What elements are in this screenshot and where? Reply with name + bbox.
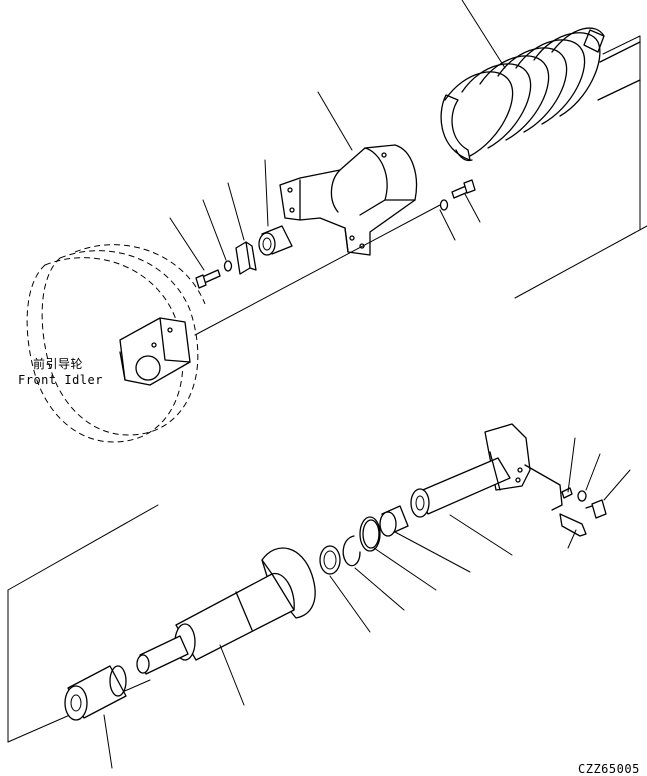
leader-lines-upper xyxy=(169,0,506,271)
seal-ring xyxy=(379,505,409,537)
part-name-chinese: 前引导轮 xyxy=(33,357,84,371)
drawing-code: CZZ65005 xyxy=(578,762,640,776)
shaft-fittings xyxy=(524,464,607,537)
shaft-with-flange xyxy=(410,423,531,518)
bolt-right xyxy=(451,179,476,199)
o-ring xyxy=(359,516,381,552)
leader-lines-middle xyxy=(329,437,631,633)
idler-bearing-block xyxy=(119,317,191,386)
washer-left xyxy=(223,260,233,272)
washer-right xyxy=(439,199,449,211)
bolt-left xyxy=(195,269,221,289)
assembly-axis-line xyxy=(194,204,441,336)
upper-group-frame xyxy=(514,35,647,299)
front-idler-outline xyxy=(26,244,206,443)
idler-long-shaft xyxy=(136,547,316,675)
leader-lines-lower xyxy=(103,644,245,769)
part-name-english: Front Idler xyxy=(18,373,103,387)
bearing-ring xyxy=(319,545,341,575)
snap-ring xyxy=(342,535,361,567)
recoil-spring xyxy=(440,27,641,162)
clip-plate xyxy=(235,241,257,275)
spacer-bushing xyxy=(258,225,293,256)
idler-yoke xyxy=(279,144,418,256)
collar-bushing xyxy=(64,665,127,721)
